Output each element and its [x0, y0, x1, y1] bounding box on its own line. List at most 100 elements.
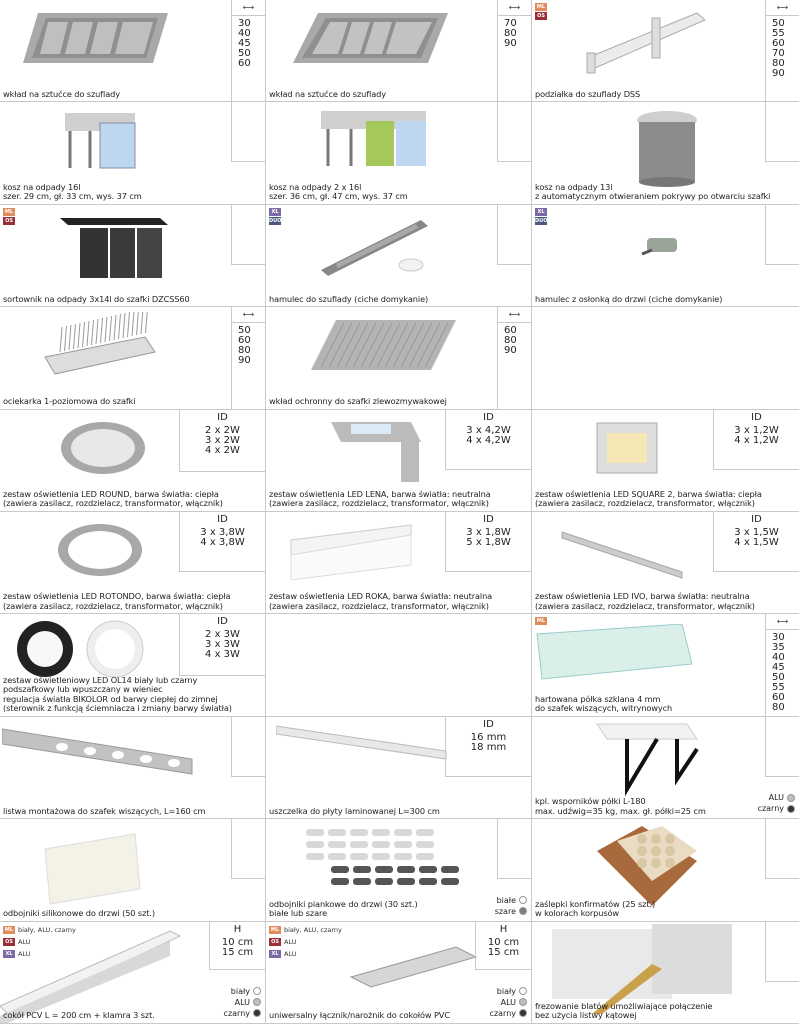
color-label: ALU — [768, 793, 784, 803]
width-arrow-icon: ⟷ — [766, 0, 799, 16]
product-image — [632, 230, 692, 274]
product-caption: uniwersalny łącznik/narożnik do cokołów … — [269, 1010, 450, 1021]
color-swatch-icon — [519, 907, 527, 916]
system-badge: OS — [269, 938, 281, 947]
product-cell: kosz na odpady 2 x 16l szer. 36 cm, gł. … — [266, 102, 532, 205]
product-caption: wkład na sztućce do szuflady — [269, 88, 386, 99]
badge-colors-text: ALU — [18, 938, 31, 947]
product-cell: odbojniki silikonowe do drzwi (50 szt.) — [0, 819, 266, 922]
id-header: ID — [483, 718, 494, 730]
product-cell: kosz na odpady 16l szer. 29 cm, gł. 33 c… — [0, 102, 266, 205]
product-image — [592, 418, 662, 482]
product-image — [275, 721, 456, 785]
system-badge: XL — [269, 207, 281, 216]
color-label: biały — [496, 986, 516, 996]
id-header: ID — [483, 411, 494, 423]
empty-option-box — [231, 716, 265, 777]
size-value: 45 — [238, 38, 251, 49]
size-value: 60 — [504, 325, 517, 337]
product-image — [306, 315, 456, 379]
product-cell: listwa montażowa do szafek wiszących, L=… — [0, 716, 266, 820]
size-value: 55 — [772, 28, 785, 39]
size-value: 60 — [238, 335, 251, 347]
product-image — [58, 418, 148, 482]
id-value: 5 x 1,8W — [466, 536, 511, 548]
product-image — [18, 8, 168, 72]
system-badge: ML — [535, 3, 547, 11]
product-caption: hartowana półka szklana 4 mm do szafek w… — [535, 693, 673, 714]
system-badge: XL — [535, 207, 547, 216]
id-value: 4 x 2W — [205, 444, 240, 456]
id-value: 4 x 4,2W — [466, 434, 511, 446]
product-caption: cokół PCV L = 200 cm + klamra 3 szt. — [3, 1010, 155, 1021]
badge-colors-text: ALU — [284, 938, 297, 947]
product-image — [587, 719, 707, 803]
height-value: 10 cm — [487, 936, 520, 948]
product-caption: zestaw oświetleniowy LED OL14 biały lub … — [3, 674, 232, 714]
system-badges: ML — [535, 617, 547, 626]
system-badge: ML — [269, 926, 281, 935]
product-caption: zestaw oświetlenia LED ROUND, barwa świa… — [3, 488, 223, 509]
product-caption: kosz na odpady 16l szer. 29 cm, gł. 33 c… — [3, 181, 142, 202]
color-label: białe — [496, 895, 516, 905]
height-header: H — [499, 923, 508, 935]
system-badge: XL — [269, 950, 281, 959]
product-image — [55, 520, 145, 584]
size-value: 60 — [238, 58, 251, 69]
size-value: 80 — [504, 335, 517, 347]
size-value: 50 — [238, 325, 251, 337]
id-value: 16 mm — [470, 731, 507, 743]
badge-colors-text: biały, ALU, czarny — [18, 926, 76, 935]
badge-colors-text: ALU — [18, 950, 31, 959]
id-value: 4 x 1,2W — [734, 434, 779, 446]
product-image — [40, 308, 160, 396]
height-header: H — [233, 923, 242, 935]
color-label: szare — [494, 906, 516, 916]
product-image — [288, 8, 448, 72]
empty-option-box — [765, 102, 799, 163]
product-caption: sortownik na odpady 3x14l do szafki DZCS… — [3, 293, 190, 304]
product-image — [296, 824, 466, 898]
empty-option-box — [765, 204, 799, 265]
product-image — [1, 719, 202, 783]
height-value: 15 cm — [487, 946, 520, 958]
empty-option-box — [765, 819, 799, 880]
product-image — [316, 106, 436, 180]
product-caption: zestaw oświetlenia LED SQUARE 2, barwa ś… — [535, 488, 762, 509]
size-value: 80 — [772, 702, 785, 714]
size-value: 45 — [772, 662, 785, 674]
id-value: 3 x 3W — [205, 639, 240, 651]
product-caption: odbojniki piankowe do drzwi (30 szt.) bi… — [269, 898, 418, 919]
empty-option-box — [231, 102, 265, 163]
color-swatch-icon — [787, 793, 795, 802]
id-value: 2 x 3W — [205, 629, 240, 641]
system-badge: ML — [3, 926, 15, 935]
empty-option-box — [497, 204, 531, 265]
product-image — [557, 8, 707, 82]
id-header: ID — [217, 616, 228, 628]
size-value: 90 — [504, 345, 517, 357]
system-badge: ML — [535, 617, 547, 626]
product-caption: zestaw oświetlenia LED IVO, barwa światł… — [535, 591, 755, 611]
color-label: biały — [230, 986, 250, 996]
product-caption: uszczelka do płyty laminowanej L=300 cm — [269, 805, 440, 816]
product-caption: zestaw oświetlenia LED ROKA, barwa świat… — [269, 591, 493, 611]
product-image — [532, 623, 693, 688]
color-swatch-icon — [519, 998, 527, 1007]
